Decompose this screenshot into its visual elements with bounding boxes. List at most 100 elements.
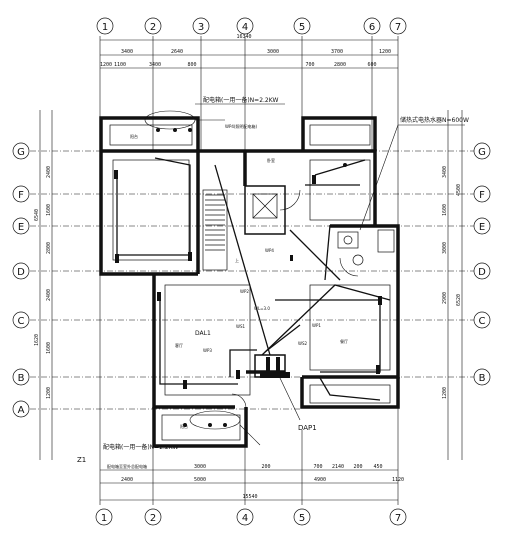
bot-dim-4: 2140	[332, 464, 344, 470]
wc-label: WL=3.0	[254, 306, 270, 311]
light-fixtures	[114, 128, 382, 427]
top-axis-labels: 1 2 3 4 5 6 7	[102, 22, 401, 33]
door-swings	[231, 189, 359, 409]
right-outer-2: 6520	[456, 294, 462, 306]
ws1-label: WS1	[236, 324, 245, 329]
axis-top-6: 6	[369, 22, 375, 33]
left-inner-2: 1600	[46, 204, 52, 216]
left-outer-1: 6540	[34, 209, 40, 221]
axis-left-e: E	[18, 222, 24, 233]
top-axis-bubbles	[96, 17, 407, 35]
bot-dim-5: 200	[353, 464, 362, 470]
left-outer-2: 1620	[34, 334, 40, 346]
room-label-b: 餐厅	[340, 338, 348, 344]
bottom-panel-note: 配电箱(一用一备)N=2.2KW	[103, 443, 178, 451]
top-dim-r2-2: 1100	[114, 62, 126, 68]
right-inner-3: 3000	[442, 242, 448, 254]
axis-right-f: F	[479, 190, 485, 201]
top-dim-1: 3400	[121, 49, 133, 55]
bot-dim-3: 700	[313, 464, 322, 470]
top-dim-r2-3: 3400	[149, 62, 161, 68]
axis-left-d: D	[17, 267, 25, 278]
right-inner-4: 2900	[442, 292, 448, 304]
left-inner-3: 2800	[46, 242, 52, 254]
top-dim-r2-7: 2800	[334, 62, 346, 68]
top-dim-4: 3700	[331, 49, 343, 55]
axis-top-2: 2	[150, 22, 156, 33]
top-dim-r2-1: 1200	[100, 62, 112, 68]
leader-ovals	[144, 110, 261, 446]
wp3-label: WP3	[203, 348, 212, 353]
top-dim-3: 3000	[267, 49, 279, 55]
distribution-panels	[260, 357, 290, 378]
bottom-panel-sub: 配电箱至室外总配电箱	[107, 463, 147, 469]
axis-left-c: C	[18, 316, 25, 327]
top-dim-r2-6: 700	[305, 62, 314, 68]
walls	[99, 116, 400, 448]
wp4-label: WP4	[265, 248, 274, 253]
axis-right-c: C	[479, 316, 486, 327]
bottom-dimension-text: 3000 200 700 2140 200 450 2400 5000 4900…	[121, 464, 404, 500]
bottom-axis-labels: 1 2 4 5 7	[101, 513, 401, 524]
bot-dim-r2-4: 4900	[314, 477, 326, 483]
left-axis-labels: G F E D C B A	[17, 147, 25, 416]
right-axis-labels: G F E D C B	[478, 147, 486, 384]
left-inner-4: 2400	[46, 289, 52, 301]
right-dimension-text: 3400 1600 3000 2900 1200 4500 6520	[442, 166, 462, 399]
axis-left-a: A	[18, 405, 25, 416]
dal1-label: DAL1	[195, 330, 211, 337]
bottom-axis-bubbles	[95, 508, 407, 526]
bot-total: 15540	[242, 494, 257, 500]
top-dim-r2-8: 600	[367, 62, 376, 68]
axis-top-7: 7	[395, 22, 401, 33]
stair-up-label: 上	[235, 257, 239, 263]
interior-lines	[109, 124, 395, 441]
top-panel-note: 配电箱(一用一备)N=2.2KW	[203, 96, 278, 104]
axis-bottom-2: 2	[150, 513, 156, 524]
right-load-note: 储热式电热水器N=600W	[400, 116, 469, 124]
top-dim-r2-4: 800	[187, 62, 196, 68]
bottom-dimension-lines	[99, 430, 399, 505]
axis-bottom-4: 4	[242, 513, 248, 524]
top-dimension-text: 16340 3400 2640 3000 3700 1200 1200 1100…	[100, 34, 391, 68]
axis-left-g: G	[17, 147, 25, 158]
right-inner-2: 1600	[442, 204, 448, 216]
top-dim-5: 1200	[379, 49, 391, 55]
bot-dim-1: 3000	[194, 464, 206, 470]
axis-left-f: F	[18, 190, 24, 201]
side-dimension-lines	[39, 110, 463, 460]
bot-dim-6: 450	[373, 464, 382, 470]
bot-dim-r2-1: 2400	[121, 477, 133, 483]
left-dimension-text: 6540 1620 2400 1600 2800 2400 1600 1200	[34, 166, 52, 399]
top-feed-note: WP4(照明配电箱)	[225, 123, 257, 129]
room-label-c: 客厅	[175, 342, 183, 348]
annotations: 配电箱(一用一备)N=2.2KW WP4(照明配电箱) 储热式电热水器N=600…	[77, 96, 469, 469]
axis-bottom-1: 1	[101, 513, 107, 524]
axis-right-e: E	[479, 222, 485, 233]
axis-right-b: B	[479, 373, 486, 384]
left-inner-6: 1200	[46, 387, 52, 399]
axis-top-3: 3	[198, 22, 204, 33]
room-label-g: 卧室	[267, 157, 275, 163]
top-total-dim: 16340	[236, 34, 251, 40]
bot-dim-2: 200	[261, 464, 270, 470]
axis-top-1: 1	[102, 22, 108, 33]
top-dim-2: 2640	[171, 49, 183, 55]
room-label-bl: 阳台	[180, 423, 188, 429]
axis-bottom-5: 5	[299, 513, 305, 524]
right-inner-5: 1200	[442, 387, 448, 399]
wp2-label: WP2	[240, 289, 249, 294]
bot-dim-r2-2: 5000	[194, 477, 206, 483]
room-label-tl: 阳台	[130, 133, 138, 139]
left-inner-1: 2400	[46, 166, 52, 178]
right-outer-1: 4500	[456, 184, 462, 196]
axis-top-4: 4	[242, 22, 248, 33]
axis-bottom-7: 7	[395, 513, 401, 524]
ws2-label: WS2	[298, 341, 307, 346]
axis-right-d: D	[478, 267, 486, 278]
dap1-label: DAP1	[298, 424, 317, 432]
left-axis-bubbles	[12, 142, 30, 418]
right-axis-bubbles	[473, 142, 491, 386]
right-inner-1: 3400	[442, 166, 448, 178]
